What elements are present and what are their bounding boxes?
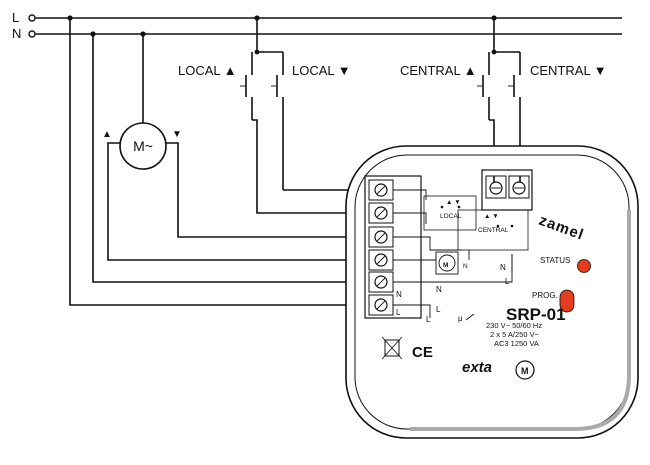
svg-text:▲ ▼: ▲ ▼ [484, 213, 499, 220]
mu-symbol: μ [458, 314, 463, 323]
terminal-l2: L [436, 305, 441, 314]
spec-ac3: AC3 1250 VA [494, 339, 539, 348]
motor-icon [119, 122, 167, 170]
local-up-label: LOCAL ▲ [178, 63, 237, 78]
terminal-l4: L [426, 315, 431, 324]
central-up-label: CENTRAL ▲ [400, 63, 477, 78]
motor-badge-label: M [521, 366, 529, 376]
mains-lines: L N [12, 10, 622, 41]
prog-button[interactable] [559, 289, 575, 313]
l-line-label: L [12, 10, 19, 25]
prog-label: PROG. [532, 291, 558, 300]
status-label: STATUS [540, 256, 570, 265]
feed-wires [69, 18, 380, 306]
left-terminal-block [364, 175, 422, 319]
terminal-n1: N [436, 285, 442, 294]
exta-logo: exta [462, 359, 492, 376]
local-box-label: LOCAL [440, 213, 462, 220]
n-terminal-icon [28, 30, 36, 38]
terminal-n2: N [500, 263, 506, 272]
central-box-label: CENTRAL [478, 227, 509, 234]
terminal-n3: N [396, 290, 402, 299]
svg-text:N: N [463, 263, 468, 270]
local-buttons: LOCAL ▲ LOCAL ▼ [178, 18, 412, 214]
svg-text:▲ ▼: ▲ ▼ [446, 199, 461, 206]
svg-text:M: M [443, 262, 448, 269]
terminal-l1: L [505, 277, 510, 286]
motor-down-arrow: ▼ [172, 129, 182, 140]
terminal-l3: L [396, 308, 401, 317]
central-inputs: CENTRAL ▲ ▼ [457, 209, 529, 251]
srp-01-module: LOCAL ▲ ▼ CENTRAL ▲ ▼ M [345, 145, 639, 439]
spec-voltage: 230 V~ 50/60 Hz [486, 321, 542, 330]
motor: M~ ▲ ▼ [102, 122, 182, 170]
top-terminal-block [481, 169, 533, 211]
internal-traces [412, 189, 513, 318]
local-down-label: LOCAL ▼ [292, 63, 351, 78]
motor-badge-icon [515, 360, 535, 380]
motor-symbol: M~ [133, 138, 153, 154]
n-line-label: N [12, 26, 21, 41]
central-down-label: CENTRAL ▼ [530, 63, 607, 78]
ce-mark: CE [412, 344, 433, 361]
device-motor-icon: M N [435, 251, 468, 275]
spec-current: 2 x 5 A/250 V~ [490, 330, 540, 339]
l-terminal-icon [28, 14, 36, 22]
weee-bin-icon [381, 336, 403, 360]
model-name: SRP-01 [506, 305, 566, 324]
status-led-icon [577, 259, 591, 273]
motor-up-arrow: ▲ [102, 129, 112, 140]
